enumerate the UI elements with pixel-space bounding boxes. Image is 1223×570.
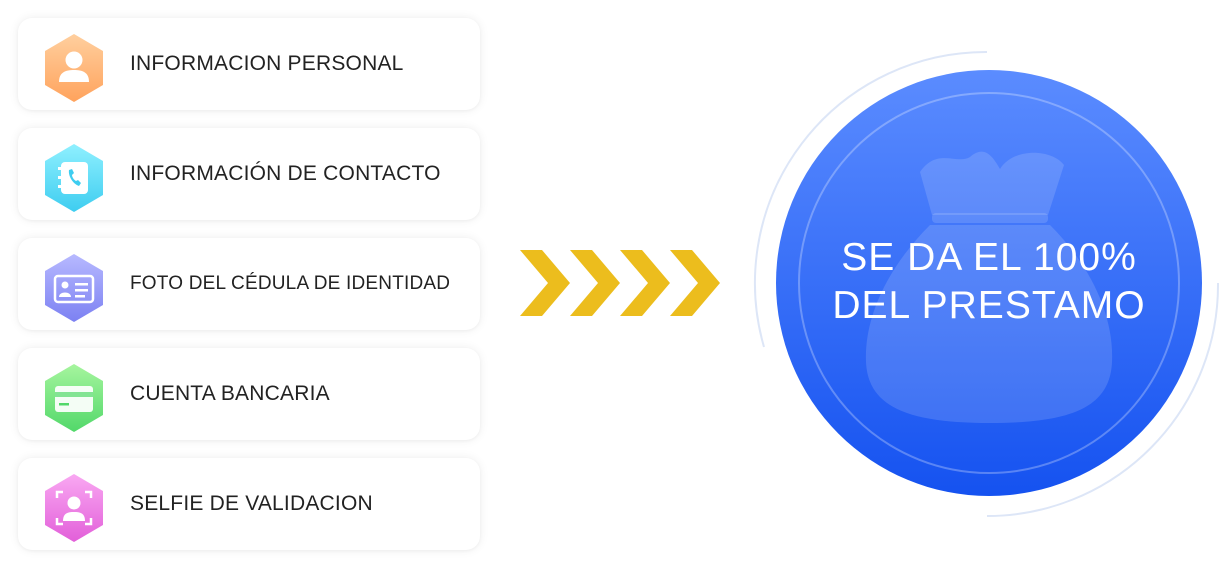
step-personal-info: INFORMACION PERSONAL	[18, 18, 480, 110]
step-contact-info: INFORMACIÓN DE CONTACTO	[18, 128, 480, 220]
money-bag-icon	[865, 151, 1113, 423]
step-id-photo: FOTO DEL CÉDULA DE IDENTIDAD	[18, 238, 480, 330]
result-text: SE DA EL 100% DEL PRESTAMO	[776, 234, 1202, 330]
arrows-group	[520, 248, 720, 318]
chevron-right-icon	[570, 250, 620, 316]
step-label: SELFIE DE VALIDACION	[130, 492, 373, 515]
step-bank-account: CUENTA BANCARIA	[18, 348, 480, 440]
chevron-right-icon	[670, 250, 720, 316]
step-label: FOTO DEL CÉDULA DE IDENTIDAD	[130, 273, 451, 294]
person-icon	[42, 32, 106, 104]
selfie-icon	[42, 472, 106, 544]
step-label: CUENTA BANCARIA	[130, 382, 330, 405]
result-line-2: DEL PRESTAMO	[832, 284, 1146, 327]
step-label: INFORMACIÓN DE CONTACTO	[130, 162, 441, 185]
phone-book-icon	[42, 142, 106, 214]
bank-card-icon	[42, 362, 106, 434]
id-card-icon	[42, 252, 106, 324]
chevron-right-icon	[520, 250, 570, 316]
step-label: INFORMACION PERSONAL	[130, 52, 404, 75]
result-line-1: SE DA EL 100%	[841, 236, 1137, 279]
result-circle	[752, 47, 1222, 519]
chevron-right-icon	[620, 250, 670, 316]
step-selfie: SELFIE DE VALIDACION	[18, 458, 480, 550]
